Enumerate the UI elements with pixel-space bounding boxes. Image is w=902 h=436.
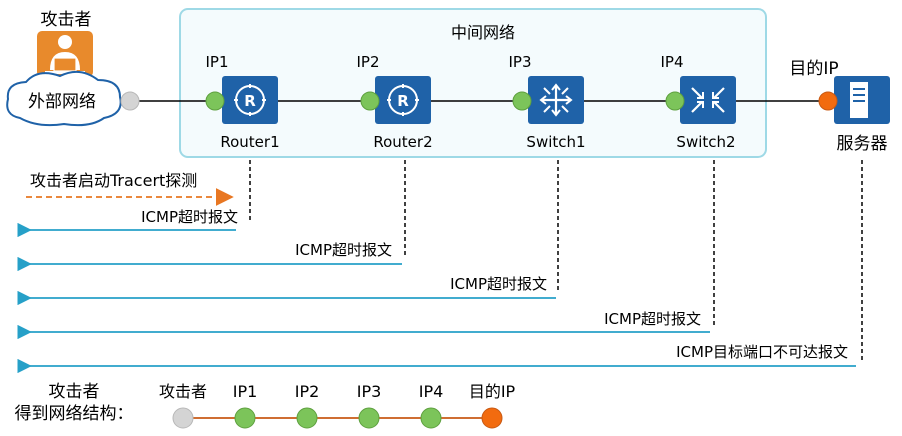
result-node-attacker — [172, 407, 194, 429]
intermediate-network-label: 中间网络 — [451, 23, 515, 42]
reply-label-2: ICMP超时报文 — [295, 241, 392, 259]
result-title-line1: 攻击者 — [49, 382, 100, 402]
ip4-label: IP4 — [660, 53, 683, 71]
tracert-probe-label: 攻击者启动Tracert探测 — [30, 171, 197, 190]
result-node-label-attacker: 攻击者 — [159, 382, 207, 401]
result-node-label-ip1: IP1 — [233, 382, 258, 401]
attacker-person-icon — [37, 31, 93, 77]
ip3-label: IP3 — [508, 53, 531, 71]
result-node-ip2 — [296, 407, 318, 429]
router1-port — [205, 91, 225, 111]
server-icon — [834, 76, 890, 124]
final-reply-label: ICMP目标端口不可达报文 — [676, 343, 848, 361]
result-node-ip4 — [420, 407, 442, 429]
switch2-port — [665, 91, 685, 111]
result-node-destination — [481, 407, 503, 429]
result-node-label-ip2: IP2 — [295, 382, 320, 401]
switch2-label: Switch2 — [676, 133, 735, 151]
switch1-port — [512, 91, 532, 111]
router2-port — [360, 91, 380, 111]
server-label: 服务器 — [837, 134, 888, 154]
router2-icon: R — [375, 76, 431, 124]
ip2-label: IP2 — [356, 53, 379, 71]
destination-ip-label: 目的IP — [789, 59, 838, 79]
external-network-cloud-icon — [6, 70, 122, 127]
attacker-port — [120, 91, 140, 111]
attacker-label: 攻击者 — [41, 10, 92, 30]
result-node-label-ip4: IP4 — [419, 382, 444, 401]
result-node-ip3 — [358, 407, 380, 429]
router2-label: Router2 — [373, 133, 432, 151]
result-title-line2: 得到网络结构： — [15, 404, 134, 424]
result-node-label-ip3: IP3 — [357, 382, 382, 401]
reply-label-1: ICMP超时报文 — [141, 208, 238, 226]
destination-port — [818, 91, 838, 111]
svg-text:R: R — [244, 92, 256, 110]
router1-icon: R — [222, 76, 278, 124]
external-network-label: 外部网络 — [28, 92, 96, 112]
reply-label-3: ICMP超时报文 — [450, 275, 547, 293]
reply-label-4: ICMP超时报文 — [604, 310, 701, 328]
switch1-icon — [528, 76, 584, 124]
switch1-label: Switch1 — [526, 133, 585, 151]
router1-label: Router1 — [220, 133, 279, 151]
switch2-icon — [680, 76, 736, 124]
intermediate-network-box — [179, 8, 767, 158]
result-node-label-destination: 目的IP — [469, 382, 516, 401]
result-node-ip1 — [234, 407, 256, 429]
svg-text:R: R — [397, 92, 409, 110]
ip1-label: IP1 — [205, 53, 228, 71]
